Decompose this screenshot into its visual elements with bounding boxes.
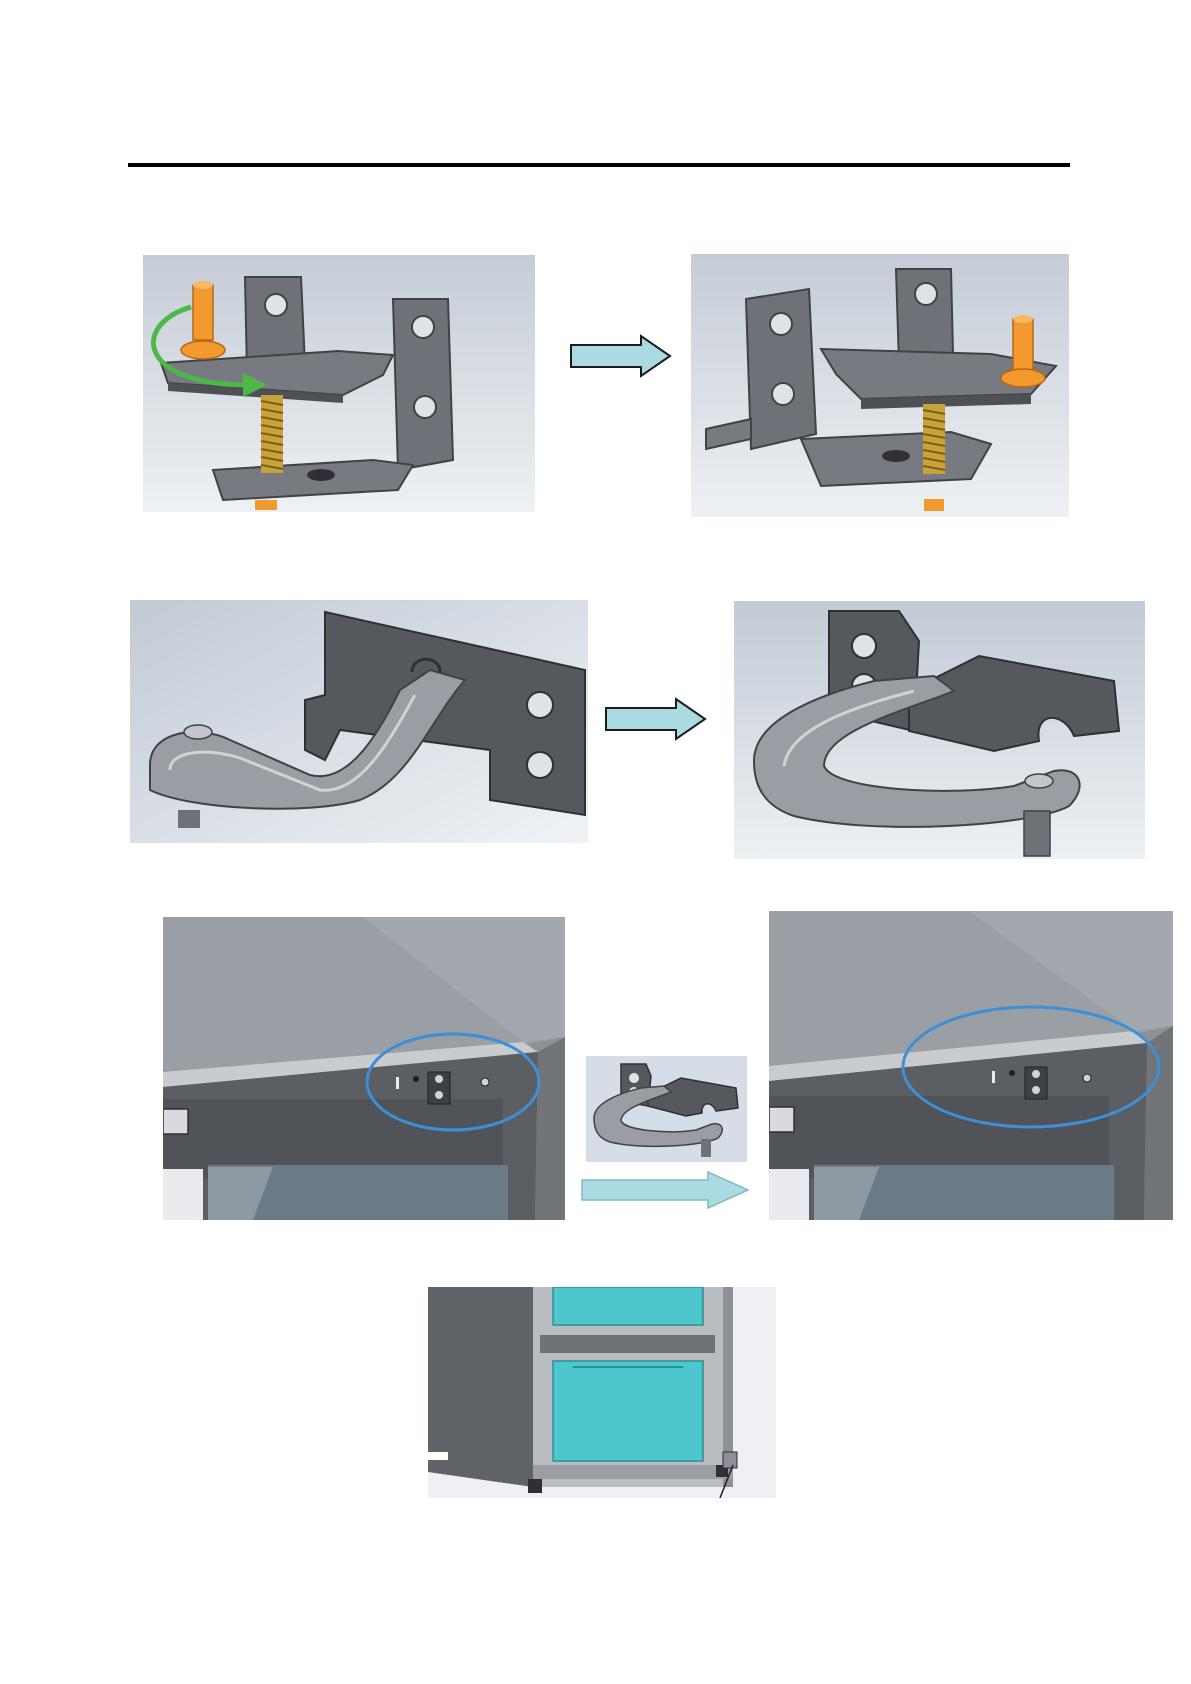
right-arrow-icon xyxy=(569,334,673,378)
cabinet-top-before-image xyxy=(163,917,565,1220)
spring-icon xyxy=(923,404,945,474)
fridge-bottom-view-image xyxy=(428,1287,776,1498)
bottom-hinge-before-image xyxy=(130,600,588,843)
bottom-hinge-after-image xyxy=(734,601,1145,859)
hinge-pin-after-image xyxy=(691,254,1069,517)
spring-icon xyxy=(261,395,283,473)
hinge-pin-before-image xyxy=(143,255,535,512)
header-rule xyxy=(128,163,1070,167)
right-arrow-icon xyxy=(604,697,708,741)
cabinet-top-after-image xyxy=(769,911,1173,1220)
right-arrow-icon xyxy=(580,1170,751,1210)
hinge-thumbnail-image xyxy=(586,1056,747,1162)
